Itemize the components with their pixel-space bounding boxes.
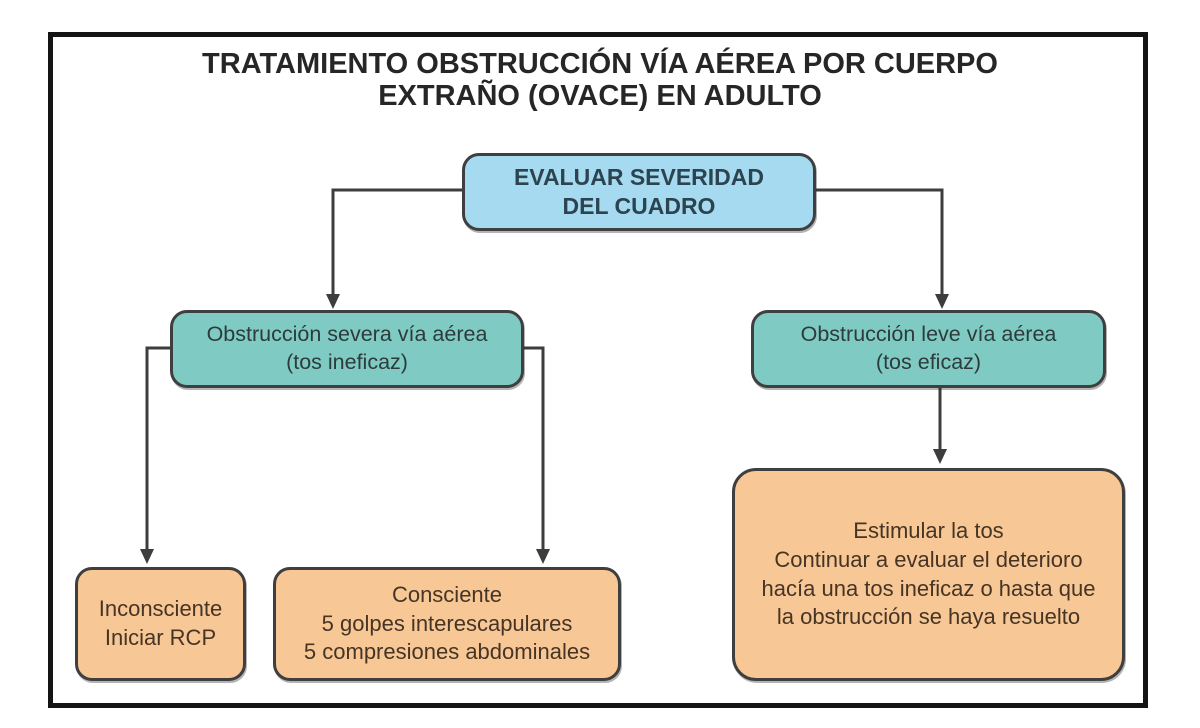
node-severe-obstruction: Obstrucción severa vía aérea (tos inefic… <box>170 310 524 388</box>
node-stimulate-cough: Estimular la tos Continuar a evaluar el … <box>732 468 1125 681</box>
node-evaluate-severity: EVALUAR SEVERIDAD DEL CUADRO <box>462 153 816 231</box>
node-unconscious-start-cpr: Inconsciente Iniciar RCP <box>75 567 246 681</box>
diagram-title-line2: EXTRAÑO (OVACE) EN ADULTO <box>378 80 822 113</box>
node-severe-obstruction-line2: (tos ineficaz) <box>286 350 408 374</box>
node-mild-obstruction-line2: (tos eficaz) <box>875 350 982 374</box>
node-evaluate-severity-line1: EVALUAR SEVERIDAD <box>513 164 765 191</box>
node-conscious-line3: 5 compresiones abdominales <box>303 639 591 665</box>
node-stimulate-line3: hacía una tos ineficaz o hasta que <box>761 575 1096 601</box>
node-mild-obstruction: Obstrucción leve vía aérea (tos eficaz) <box>751 310 1106 388</box>
diagram-title: TRATAMIENTO OBSTRUCCIÓN VÍA AÉREA POR CU… <box>60 48 1140 113</box>
node-conscious-line1: Consciente <box>391 582 503 608</box>
node-conscious-maneuvers: Consciente 5 golpes interescapulares 5 c… <box>273 567 621 681</box>
node-stimulate-line4: la obstrucción se haya resuelto <box>776 604 1081 630</box>
node-mild-obstruction-line1: Obstrucción leve vía aérea <box>800 322 1057 347</box>
node-stimulate-line2: Continuar a evaluar el deterioro <box>774 546 1083 572</box>
node-unconscious-line2: Iniciar RCP <box>104 625 217 650</box>
node-evaluate-severity-line2: DEL CUADRO <box>562 193 716 219</box>
node-unconscious-line1: Inconsciente <box>98 596 223 622</box>
diagram-title-line1: TRATAMIENTO OBSTRUCCIÓN VÍA AÉREA POR CU… <box>202 48 998 80</box>
node-severe-obstruction-line1: Obstrucción severa vía aérea <box>206 322 488 347</box>
node-conscious-line2: 5 golpes interescapulares <box>321 610 573 636</box>
node-stimulate-line1: Estimular la tos <box>853 518 1004 544</box>
